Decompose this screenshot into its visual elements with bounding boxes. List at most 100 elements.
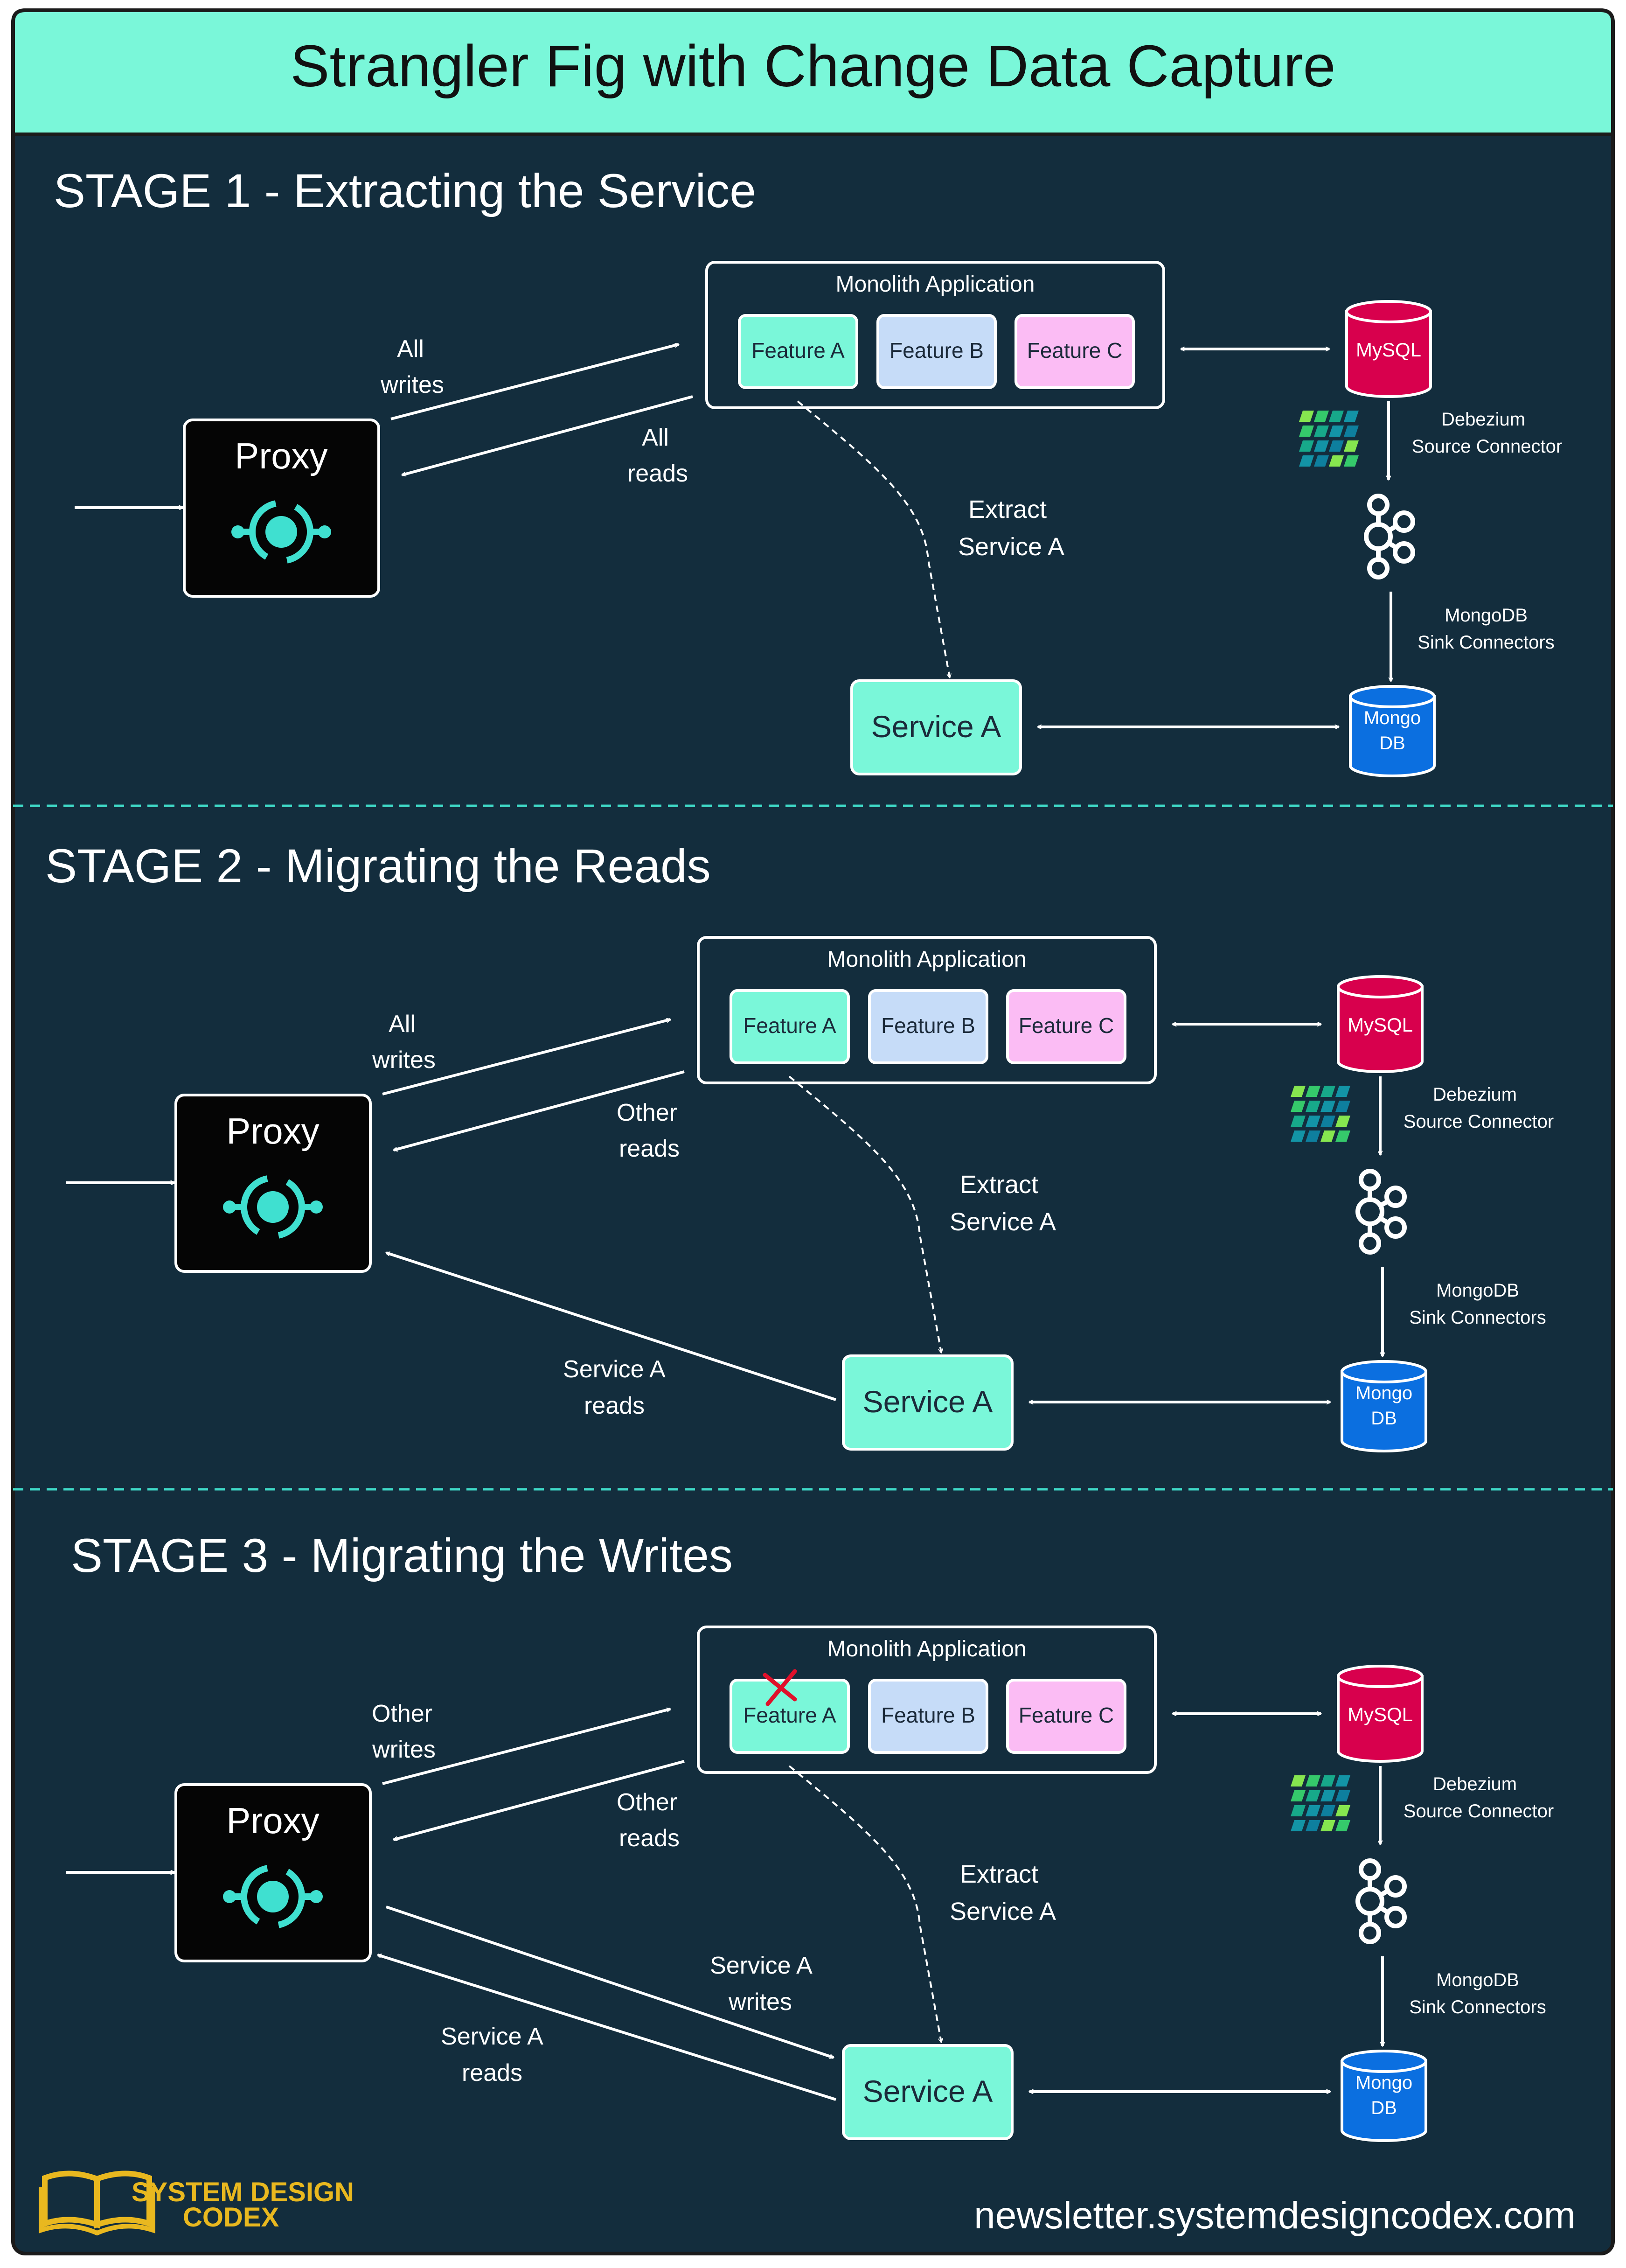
mongodb-database (1349, 685, 1436, 777)
proxy-box[interactable]: Proxy (174, 1783, 372, 1962)
reads-arrow (402, 395, 693, 475)
reads-label-line1: Other (617, 1099, 677, 1126)
kafka-logo-icon (1355, 1169, 1407, 1255)
newsletter-url[interactable]: newsletter.systemdesigncodex.com (974, 2194, 1576, 2237)
sink-label-line2: Sink Connectors (1409, 1997, 1546, 2017)
mongodb-database (1341, 1360, 1427, 1452)
sink-label-line2: Sink Connectors (1409, 1307, 1546, 1328)
proxy-box[interactable]: Proxy (183, 419, 380, 598)
reads-label-line1: All (642, 424, 669, 451)
feature-label: Feature A (743, 1703, 836, 1727)
stage-title: STAGE 3 - Migrating the Writes (71, 1529, 733, 1582)
mysql-label: MySQL (1356, 339, 1421, 361)
debezium-label-line2: Source Connector (1404, 1111, 1554, 1132)
mongo-label-line2: DB (1379, 733, 1405, 754)
kafka-logo-icon (1355, 1858, 1407, 1944)
feature-a-box[interactable]: Feature A (738, 314, 858, 389)
mongo-label-line2: DB (1371, 2098, 1397, 2118)
proxy-node-icon (231, 500, 331, 564)
logo-text-line1: SYSTEM DESIGN (132, 2177, 354, 2207)
writes-label-line2: writes (372, 1047, 436, 1074)
extract-label-line2: Service A (958, 533, 1064, 561)
extract-label-line1: Extract (968, 495, 1047, 523)
brand-logo: SYSTEM DESIGN CODEX (39, 2170, 354, 2236)
extract-service-arrow (788, 1765, 941, 2042)
reads-label-line2: reads (619, 1135, 680, 1162)
writes-label-line1: Other (372, 1700, 432, 1727)
service-a-label: Service A (863, 2074, 993, 2108)
feature-b-box[interactable]: Feature B (876, 314, 997, 389)
red-x-icon (763, 1669, 797, 1706)
service-a-writes-line1: Service A (710, 1952, 813, 1979)
reads-label-line1: Other (617, 1789, 677, 1816)
mysql-database (1337, 1665, 1424, 1763)
service-a-label: Service A (871, 709, 1001, 744)
feature-c-box[interactable]: Feature C (1006, 1679, 1126, 1754)
stage-title: STAGE 1 - Extracting the Service (54, 164, 756, 217)
service-a-writes-arrow (386, 1905, 834, 2059)
writes-label-line2: writes (372, 1736, 436, 1763)
feature-label: Feature B (889, 338, 984, 363)
service-a-reads-line2: reads (584, 1392, 645, 1419)
feature-label: Feature C (1019, 1013, 1114, 1038)
feature-label: Feature A (751, 338, 845, 363)
writes-label-line1: All (397, 335, 424, 363)
debezium-label-line1: Debezium (1433, 1084, 1517, 1105)
service-a-label: Service A (863, 1384, 993, 1419)
extract-label-line2: Service A (950, 1208, 1056, 1236)
debezium-label-line2: Source Connector (1404, 1801, 1554, 1821)
feature-label: Feature A (743, 1013, 836, 1038)
feature-a-box[interactable]: Feature A (730, 989, 850, 1064)
service-a-reads-arrow (378, 1955, 836, 2101)
writes-label-line2: writes (380, 371, 444, 398)
writes-arrow (382, 1709, 670, 1785)
mongo-label-line1: Mongo (1355, 1383, 1412, 1403)
service-a-box[interactable]: Service A (842, 1354, 1014, 1451)
proxy-box[interactable]: Proxy (174, 1094, 372, 1273)
feature-label: Feature C (1027, 338, 1123, 363)
feature-c-box[interactable]: Feature C (1006, 989, 1126, 1064)
stage-1: STAGE 1 - Extracting the ServiceProxyMon… (54, 164, 1562, 777)
feature-b-box[interactable]: Feature B (868, 1679, 988, 1754)
feature-label: Feature B (881, 1013, 975, 1038)
monolith-label: Monolith Application (827, 947, 1027, 972)
service-a-box[interactable]: Service A (850, 679, 1022, 775)
reads-arrow (394, 1760, 685, 1840)
service-a-reads-line1: Service A (563, 1356, 666, 1383)
stage-title: STAGE 2 - Migrating the Reads (45, 839, 711, 893)
proxy-label: Proxy (226, 1110, 319, 1151)
feature-c-box[interactable]: Feature C (1015, 314, 1135, 389)
service-a-writes-line2: writes (728, 1989, 792, 2016)
feature-b-box[interactable]: Feature B (868, 989, 988, 1064)
sink-label-line1: MongoDB (1436, 1970, 1519, 1990)
proxy-label: Proxy (226, 1800, 319, 1841)
reads-label-line2: reads (619, 1825, 680, 1852)
mongo-label-line1: Mongo (1355, 2073, 1412, 2093)
extract-label-line2: Service A (950, 1898, 1056, 1926)
debezium-logo-icon (1299, 411, 1359, 467)
service-a-reads-arrow (386, 1253, 836, 1401)
writes-arrow (390, 344, 679, 420)
kafka-logo-icon (1364, 494, 1415, 579)
feature-a-box[interactable]: Feature A (730, 1679, 850, 1754)
service-a-reads-line2: reads (462, 2059, 522, 2087)
open-book-icon (39, 2170, 155, 2236)
service-a-box[interactable]: Service A (842, 2044, 1014, 2140)
extract-label-line1: Extract (960, 1171, 1038, 1199)
page-title: Strangler Fig with Change Data Capture (290, 33, 1335, 99)
logo-text-line2: CODEX (183, 2202, 279, 2233)
debezium-logo-icon (1291, 1775, 1350, 1831)
monolith-label: Monolith Application (827, 1637, 1027, 1661)
sink-label-line1: MongoDB (1445, 605, 1528, 626)
writes-arrow (382, 1019, 670, 1096)
debezium-label-line2: Source Connector (1412, 436, 1562, 457)
feature-label: Feature C (1019, 1703, 1114, 1727)
monolith-label: Monolith Application (836, 272, 1035, 297)
service-a-reads-line1: Service A (441, 2023, 543, 2050)
